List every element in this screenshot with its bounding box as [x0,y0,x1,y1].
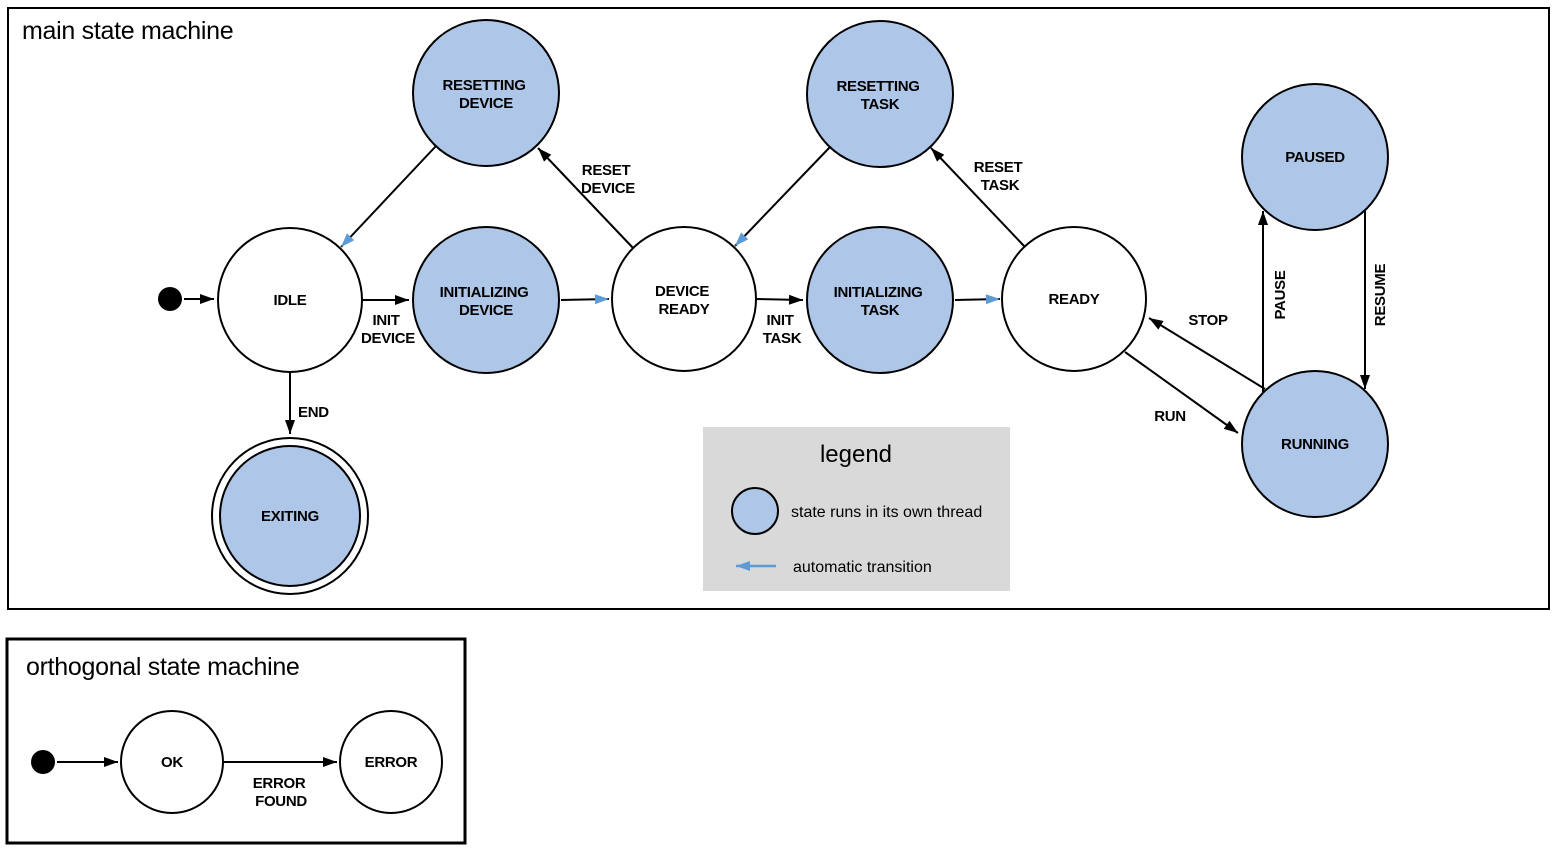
state-running: RUNNING [1241,370,1389,518]
transition-init-device-label: INIT DEVICE [361,312,415,347]
state-label: IDLE [274,292,307,309]
state-circle [611,226,757,372]
state-label: INITIALIZING DEVICE [440,284,533,319]
orthogonal-state-machine-panel: orthogonal state machine ERROR FOUND OK … [5,637,467,845]
legend-title: legend [820,441,892,468]
main-state-machine-panel: main state machine INIT DEVICE RESET DEV… [7,7,1550,610]
state-label: INITIALIZING TASK [834,284,927,319]
transition-error-found-label: ERROR FOUND [253,775,310,810]
state-circle [219,445,361,587]
main-transitions: INIT DEVICE RESET DEVICE INIT TASK [184,145,1389,434]
initial-state-dot [31,750,55,774]
transition-auto-resetdevice-idle [340,145,437,248]
state-idle: IDLE [217,227,363,373]
transition-auto-inittask-ready [954,294,1001,305]
state-resetting-task: RESETTING TASK [806,20,954,168]
state-label: RESETTING TASK [836,78,923,113]
state-label: DEVICE READY [655,283,713,318]
state-device-ready: DEVICE READY [611,226,757,372]
state-circle [412,19,560,167]
legend-threaded-state-label: state runs in its own thread [791,504,982,521]
state-circle [217,227,363,373]
state-label: PAUSED [1285,149,1345,166]
transition-init-task-line [755,294,804,305]
transition-stop-line [1148,317,1266,390]
state-initializing-task: INITIALIZING TASK [806,226,954,374]
state-label: RUNNING [1281,436,1349,453]
state-circle [120,710,224,814]
state-circle [1241,83,1389,231]
transition-resume-label: RESUME [1372,264,1389,327]
transition-run-line [1124,351,1239,434]
state-ready: READY [1001,226,1147,372]
transition-auto-resettask-deviceready [734,146,831,247]
state-resetting-device: RESETTING DEVICE [412,19,560,167]
transition-run-label: RUN [1154,408,1186,425]
legend-automatic-transition-label: automatic transition [793,559,932,576]
transition-reset-task-label: RESET TASK [974,159,1026,194]
transition-end-label: END [298,404,329,421]
transition-pause-label: PAUSE [1272,270,1289,319]
transition-auto-initdevice-deviceready [560,294,610,305]
state-paused: PAUSED [1241,83,1389,231]
state-label: READY [1048,291,1099,308]
transition-reset-task-line [930,147,1026,248]
transition-reset-device-label: RESET DEVICE [581,162,635,197]
main-states: IDLE RESETTING DEVICE INITIALIZING DEVIC… [158,19,1389,595]
state-error: ERROR [339,710,443,814]
orthogonal-states: OK ERROR [31,710,443,814]
state-ok: OK [120,710,224,814]
transition-stop-label: STOP [1188,312,1228,329]
state-label: RESETTING DEVICE [442,77,529,112]
state-initializing-device: INITIALIZING DEVICE [412,226,560,374]
state-label: ERROR [365,754,418,771]
state-circle [806,226,954,374]
state-circle [339,710,443,814]
initial-state-dot [158,287,182,311]
orthogonal-transitions: ERROR FOUND [57,757,337,810]
legend-threaded-state-icon [731,487,779,535]
orthogonal-panel-title: orthogonal state machine [26,653,300,681]
main-panel-title: main state machine [22,17,233,45]
legend: legend state runs in its own thread auto… [703,427,1010,591]
state-exiting-final: EXITING [211,437,369,595]
state-circle [412,226,560,374]
state-circle [1241,370,1389,518]
state-label: EXITING [261,508,319,525]
state-label: OK [161,754,183,771]
state-circle [1001,226,1147,372]
transition-reset-device-line [537,147,635,250]
transition-init-task-label: INIT TASK [763,312,802,347]
state-circle [806,20,954,168]
